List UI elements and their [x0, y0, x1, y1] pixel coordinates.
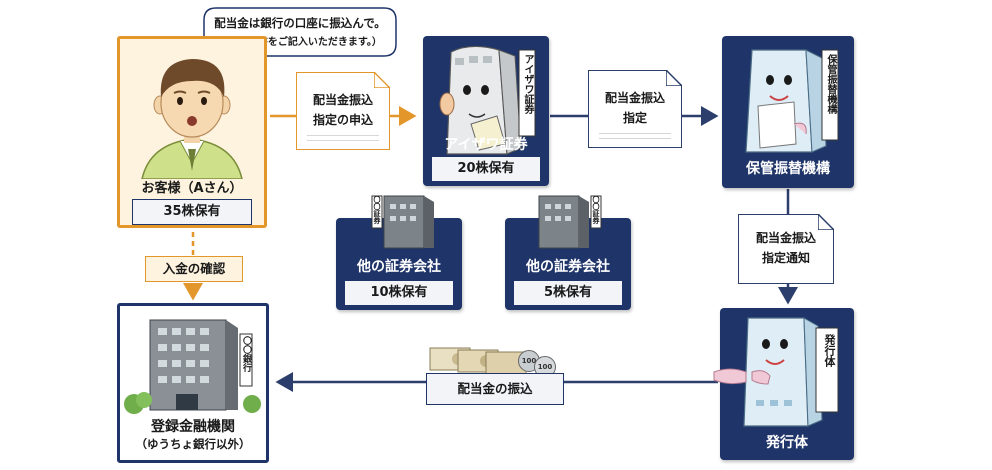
- doc-notice-line1: 配当金振込: [755, 231, 816, 245]
- other-a-building-sign: 〇〇証券: [373, 196, 381, 224]
- aizawa-node: アイザワ証券 アイザワ証券 20株保有: [423, 36, 549, 186]
- doc-apply-line1: 配当金振込: [312, 93, 373, 107]
- bank-node: 〇〇銀行 登録金融機関 （ゆうちょ銀行以外）: [117, 303, 269, 463]
- other-b-building-sign: 〇〇証券: [592, 196, 600, 224]
- custodian-label: 保管振替機構: [746, 161, 830, 177]
- other-a-building-illustration: [371, 195, 434, 249]
- other-securities-node-a: 〇〇証券 他の証券会社 10株保有: [336, 195, 462, 310]
- custodian-building-illustration: [745, 49, 839, 153]
- other-b-building-illustration: [538, 195, 602, 249]
- bank-building-illustration: [124, 319, 261, 414]
- bank-sublabel: （ゆうちょ銀行以外）: [135, 437, 251, 451]
- deposit-check-label: 入金の確認: [145, 256, 243, 282]
- speech-line-2: （※申込書をご記入いただきます。）: [218, 37, 382, 48]
- other-a-shares: 10株保有: [344, 280, 454, 306]
- bank-building-sign: 〇〇銀行: [241, 336, 251, 372]
- other-a-label: 他の証券会社: [357, 259, 441, 275]
- doc-designate-line2: 指定: [622, 111, 647, 125]
- other-securities-node-b: 〇〇証券 他の証券会社 5株保有: [505, 195, 631, 310]
- other-b-label: 他の証券会社: [526, 259, 610, 275]
- custodian-node: 保管振替機構 保管振替機構: [722, 36, 854, 188]
- aizawa-label: アイザワ証券: [444, 137, 528, 153]
- aizawa-shares: 20株保有: [431, 156, 541, 182]
- doc-apply-line2: 指定の申込: [312, 113, 373, 127]
- doc-designate: 配当金振込 指定: [588, 70, 682, 148]
- payment-label: 配当金の振込: [426, 373, 564, 405]
- doc-apply-request: 配当金振込 指定の申込: [296, 72, 390, 150]
- doc-designate-line1: 配当金振込: [604, 91, 665, 105]
- customer-shares: 35株保有: [132, 199, 252, 225]
- issuer-building-illustration: [713, 317, 839, 427]
- banknotes-icon: [429, 347, 527, 375]
- issuer-building-sign: 発行体: [823, 334, 836, 367]
- other-b-shares: 5株保有: [513, 280, 623, 306]
- doc-notice-line2: 指定通知: [761, 251, 810, 265]
- aizawa-building-sign: アイザワ証券: [522, 54, 533, 114]
- customer-illustration: [141, 59, 243, 179]
- bank-label: 登録金融機関: [151, 419, 235, 435]
- doc-notice: 配当金振込 指定通知: [738, 214, 834, 284]
- customer-label: お客様（Aさん）: [141, 181, 243, 196]
- issuer-node: 発行体 発行体: [713, 308, 854, 460]
- aizawa-building-illustration: [439, 45, 536, 155]
- issuer-label: 発行体: [766, 435, 808, 451]
- money-illustration: [428, 344, 554, 376]
- speech-line-1: 配当金は銀行の口座に振込んで。: [214, 16, 386, 30]
- customer-node: お客様（Aさん） 35株保有: [117, 36, 267, 228]
- custodian-building-sign: 保管振替機構: [825, 54, 836, 114]
